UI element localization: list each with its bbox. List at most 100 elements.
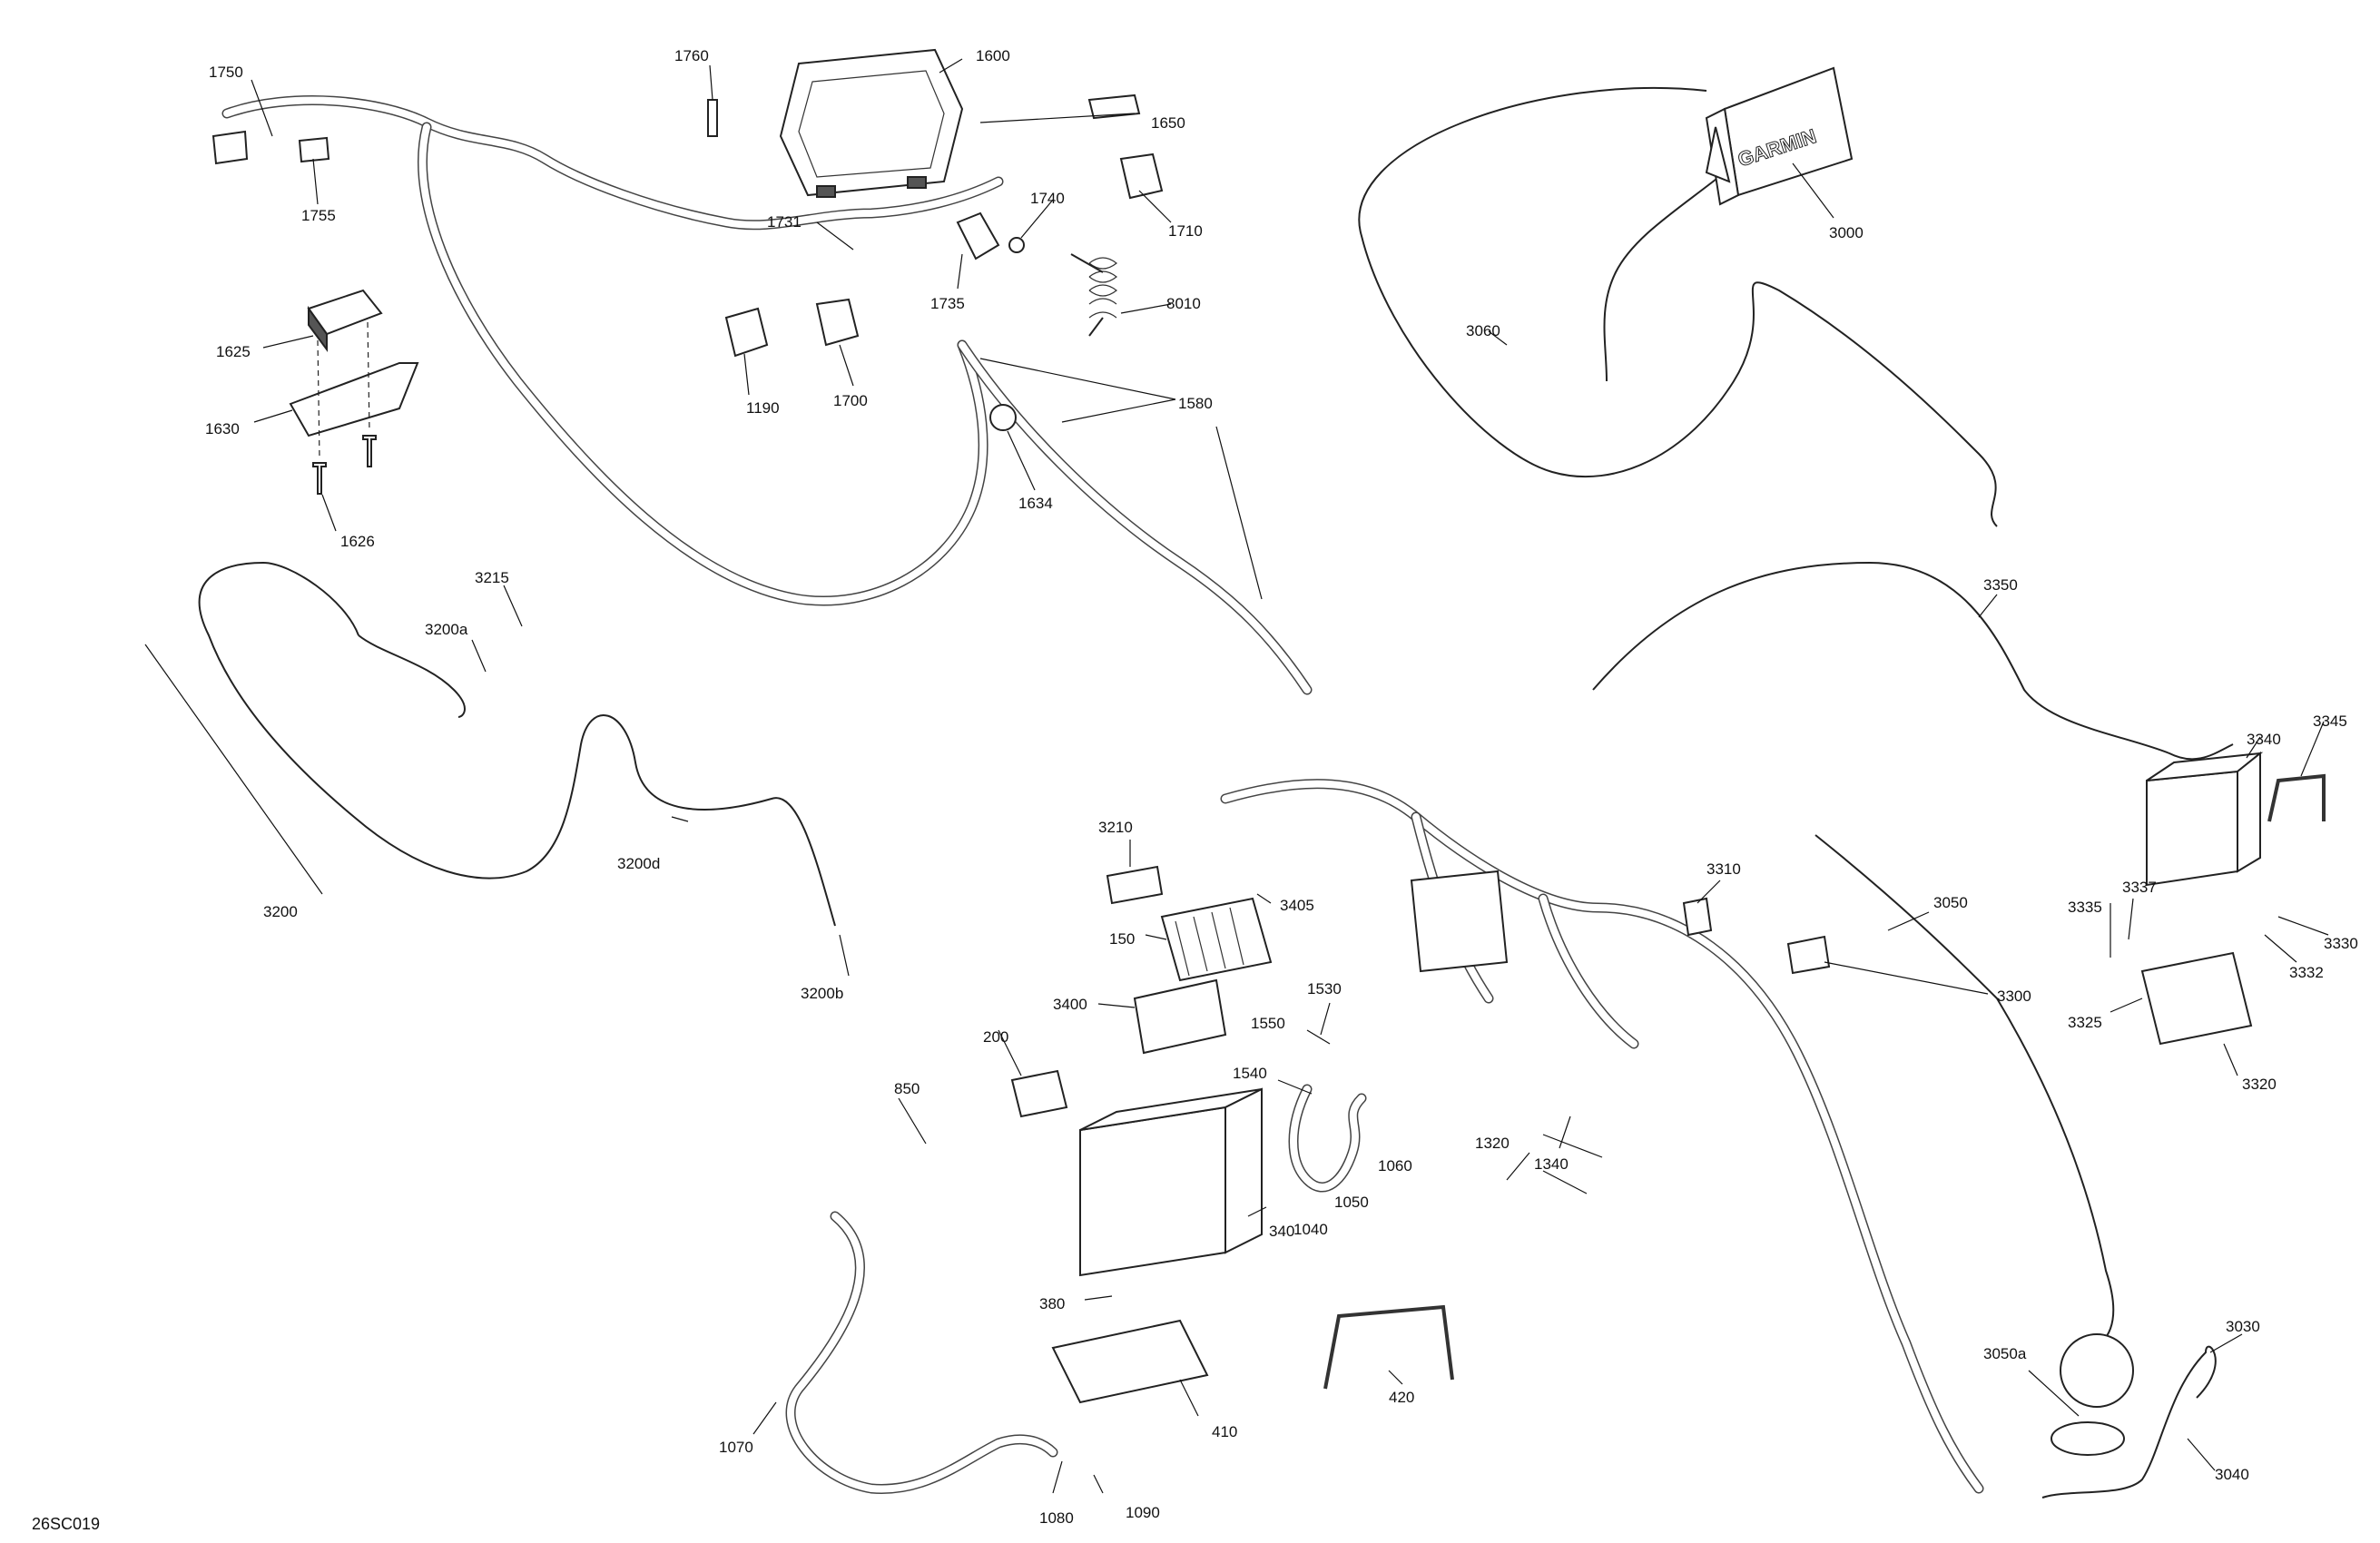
battery-tray-410 — [1051, 1319, 1209, 1404]
label-1580: 1580 — [1178, 395, 1213, 412]
label-3405: 3405 — [1280, 897, 1314, 914]
label-3040: 3040 — [2215, 1466, 2249, 1483]
module-3300 — [1786, 935, 1831, 975]
label-1760: 1760 — [674, 47, 709, 64]
wiring-layer — [198, 87, 2234, 1499]
strap-3345 — [2267, 773, 2326, 822]
screw-1626b — [362, 435, 377, 467]
parts-layer: GARMIN — [211, 48, 2326, 1456]
label-8010: 8010 — [1166, 295, 1201, 312]
label-1080: 1080 — [1039, 1509, 1074, 1527]
label-1755: 1755 — [301, 207, 336, 224]
plug-1735 — [956, 211, 1000, 260]
label-1600: 1600 — [976, 47, 1010, 64]
label-3200a: 3200a — [425, 621, 468, 638]
label-150: 150 — [1109, 930, 1135, 948]
label-1650: 1650 — [1151, 114, 1185, 132]
wire-3350 — [1592, 561, 2234, 761]
bolt-1760 — [707, 99, 718, 137]
label-1340: 1340 — [1534, 1155, 1569, 1173]
ring-3050a — [2051, 1421, 2125, 1456]
callout-labels: 1750 1755 1760 1600 1650 1710 1731 1740 … — [32, 47, 2358, 1533]
connector-1710 — [1119, 152, 1164, 200]
label-3332: 3332 — [2289, 964, 2324, 981]
rear-harness — [1220, 779, 1984, 1494]
label-410: 410 — [1212, 1423, 1237, 1440]
label-1550: 1550 — [1251, 1015, 1285, 1032]
coil-cord-8010 — [1088, 257, 1117, 319]
gauge-3050a — [2060, 1333, 2134, 1408]
label-3200: 3200 — [263, 903, 298, 920]
relay-1190 — [724, 307, 769, 358]
bracket-1630 — [289, 362, 419, 437]
cable-3050 — [1815, 834, 2115, 1353]
label-1320: 1320 — [1475, 1135, 1510, 1152]
label-1731: 1731 — [767, 213, 802, 231]
label-3215: 3215 — [475, 569, 509, 586]
gps-unit-3000: GARMIN — [1705, 66, 1854, 206]
screw-1626a — [312, 462, 327, 495]
label-3210: 3210 — [1098, 819, 1133, 836]
label-3330: 3330 — [2324, 935, 2358, 952]
fuse-box — [1410, 870, 1509, 973]
label-3060: 3060 — [1466, 322, 1500, 339]
solenoid-200 — [1010, 1069, 1068, 1118]
label-3300: 3300 — [1997, 988, 2031, 1005]
label-3345: 3345 — [2313, 713, 2347, 730]
connector-1750 — [211, 130, 249, 165]
module-1625 — [307, 289, 383, 353]
switch-1700 — [815, 298, 860, 347]
diagram-code: 26SC019 — [32, 1515, 100, 1533]
label-1626: 1626 — [340, 533, 375, 550]
label-420: 420 — [1389, 1389, 1414, 1406]
grommet-1634 — [989, 404, 1017, 431]
battery-3340 — [2146, 751, 2264, 887]
label-850: 850 — [894, 1080, 920, 1097]
label-1625: 1625 — [216, 343, 251, 360]
label-3050a: 3050a — [1983, 1345, 2027, 1362]
label-3340: 3340 — [2247, 731, 2281, 748]
battery-340 — [1079, 1087, 1263, 1277]
wire-3200 — [198, 561, 836, 927]
connector-1755 — [298, 136, 330, 163]
wire-3030 — [2041, 1345, 2217, 1499]
label-3310: 3310 — [1706, 860, 1741, 878]
label-3050: 3050 — [1933, 894, 1968, 911]
label-1090: 1090 — [1126, 1504, 1160, 1521]
label-1190: 1190 — [746, 399, 780, 417]
label-1710: 1710 — [1168, 222, 1203, 240]
harness-down — [957, 339, 1313, 695]
label-3337: 3337 — [2122, 879, 2157, 896]
label-1070: 1070 — [719, 1439, 753, 1456]
label-3320: 3320 — [2242, 1076, 2277, 1093]
label-1634: 1634 — [1018, 495, 1053, 512]
label-1040: 1040 — [1293, 1221, 1328, 1238]
label-1700: 1700 — [833, 392, 868, 409]
label-1540: 1540 — [1233, 1065, 1267, 1082]
bracket-3400 — [1133, 978, 1227, 1055]
label-3400: 3400 — [1053, 996, 1087, 1013]
label-1060: 1060 — [1378, 1157, 1412, 1174]
label-3200d: 3200d — [617, 855, 660, 872]
label-380: 380 — [1039, 1295, 1065, 1312]
label-1750: 1750 — [209, 64, 243, 81]
instrument-cluster-1600 — [779, 48, 964, 198]
label-3200b: 3200b — [801, 985, 843, 1002]
label-1740: 1740 — [1030, 190, 1065, 207]
tray-3320 — [2140, 951, 2253, 1046]
label-340: 340 — [1269, 1223, 1294, 1240]
connector-3310 — [1682, 897, 1713, 937]
gps-cable-3060 — [1358, 87, 1998, 527]
label-1050: 1050 — [1334, 1194, 1369, 1211]
strap-420 — [1323, 1304, 1454, 1390]
regulator-150 — [1160, 897, 1273, 982]
label-3335: 3335 — [2068, 899, 2102, 916]
nut-1740 — [1008, 237, 1025, 253]
label-1735: 1735 — [930, 295, 965, 312]
label-3000: 3000 — [1829, 224, 1864, 241]
label-3030: 3030 — [2226, 1318, 2260, 1335]
module-3210 — [1106, 865, 1164, 905]
label-1530: 1530 — [1307, 980, 1342, 998]
connector-1650 — [1087, 93, 1141, 120]
